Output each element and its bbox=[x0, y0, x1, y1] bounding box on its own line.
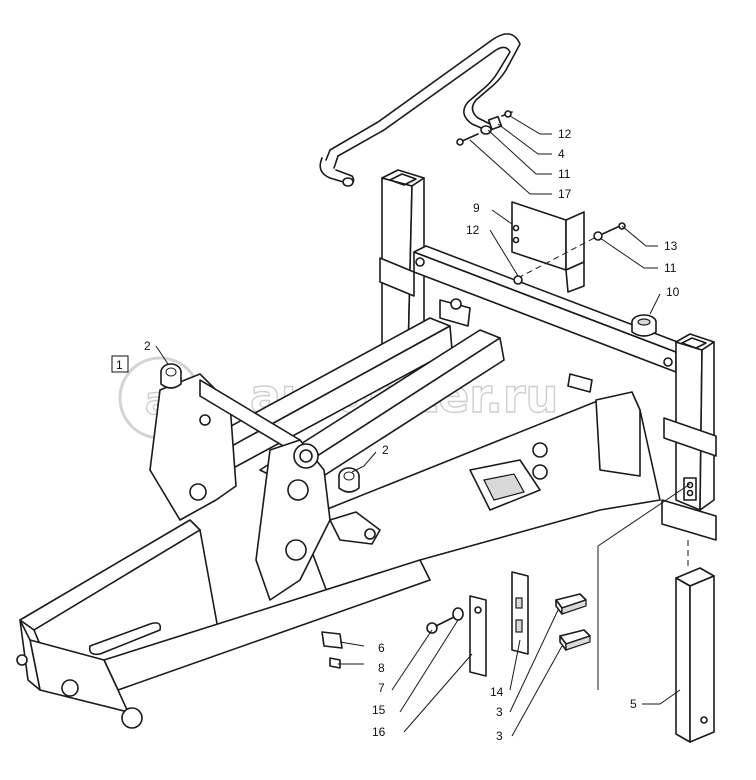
bushing-left bbox=[160, 363, 182, 389]
handle-bar bbox=[319, 33, 521, 187]
main-frame bbox=[16, 298, 661, 729]
crossbar bbox=[413, 245, 689, 373]
callout-1: 1 bbox=[116, 358, 123, 372]
handle-fasteners bbox=[456, 110, 513, 146]
bolt-part-7 bbox=[426, 607, 464, 634]
assembly-line bbox=[597, 483, 691, 547]
plate-part-6 bbox=[321, 631, 343, 649]
callout-2a: 2 bbox=[144, 339, 151, 353]
callout-labels: 12 4 11 17 9 12 13 11 10 2 1 2 6 8 7 15 … bbox=[111, 127, 680, 743]
tube-part-5 bbox=[675, 567, 715, 743]
bracket-part-9 bbox=[511, 201, 626, 293]
strip-part-16 bbox=[469, 595, 487, 677]
callout-7: 7 bbox=[378, 681, 385, 695]
callout-3b: 3 bbox=[496, 729, 503, 743]
plate-part-14 bbox=[511, 571, 529, 655]
callout-15: 15 bbox=[372, 703, 386, 717]
callout-16: 16 bbox=[372, 725, 386, 739]
callout-9: 9 bbox=[473, 201, 480, 215]
callout-box-1 bbox=[111, 355, 129, 373]
wedge-part-3a bbox=[555, 593, 587, 615]
callout-12b: 12 bbox=[466, 223, 480, 237]
callout-2b: 2 bbox=[382, 443, 389, 457]
callout-6: 6 bbox=[378, 641, 385, 655]
callout-17: 17 bbox=[558, 187, 572, 201]
callout-10: 10 bbox=[666, 285, 680, 299]
callout-8: 8 bbox=[378, 661, 385, 675]
callout-13: 13 bbox=[664, 239, 678, 253]
bushing-right bbox=[338, 467, 360, 493]
callout-3a: 3 bbox=[496, 705, 503, 719]
callout-12: 12 bbox=[558, 127, 572, 141]
callout-leaders bbox=[155, 115, 681, 737]
callout-11: 11 bbox=[558, 167, 571, 181]
callout-4: 4 bbox=[558, 147, 565, 161]
callout-11b: 11 bbox=[664, 261, 677, 275]
bolt-part-8 bbox=[329, 657, 341, 669]
callout-14: 14 bbox=[490, 685, 504, 699]
right-post bbox=[661, 333, 717, 541]
callout-5: 5 bbox=[630, 697, 637, 711]
wedge-part-3b bbox=[559, 629, 591, 651]
spacer-part-10 bbox=[631, 314, 657, 337]
